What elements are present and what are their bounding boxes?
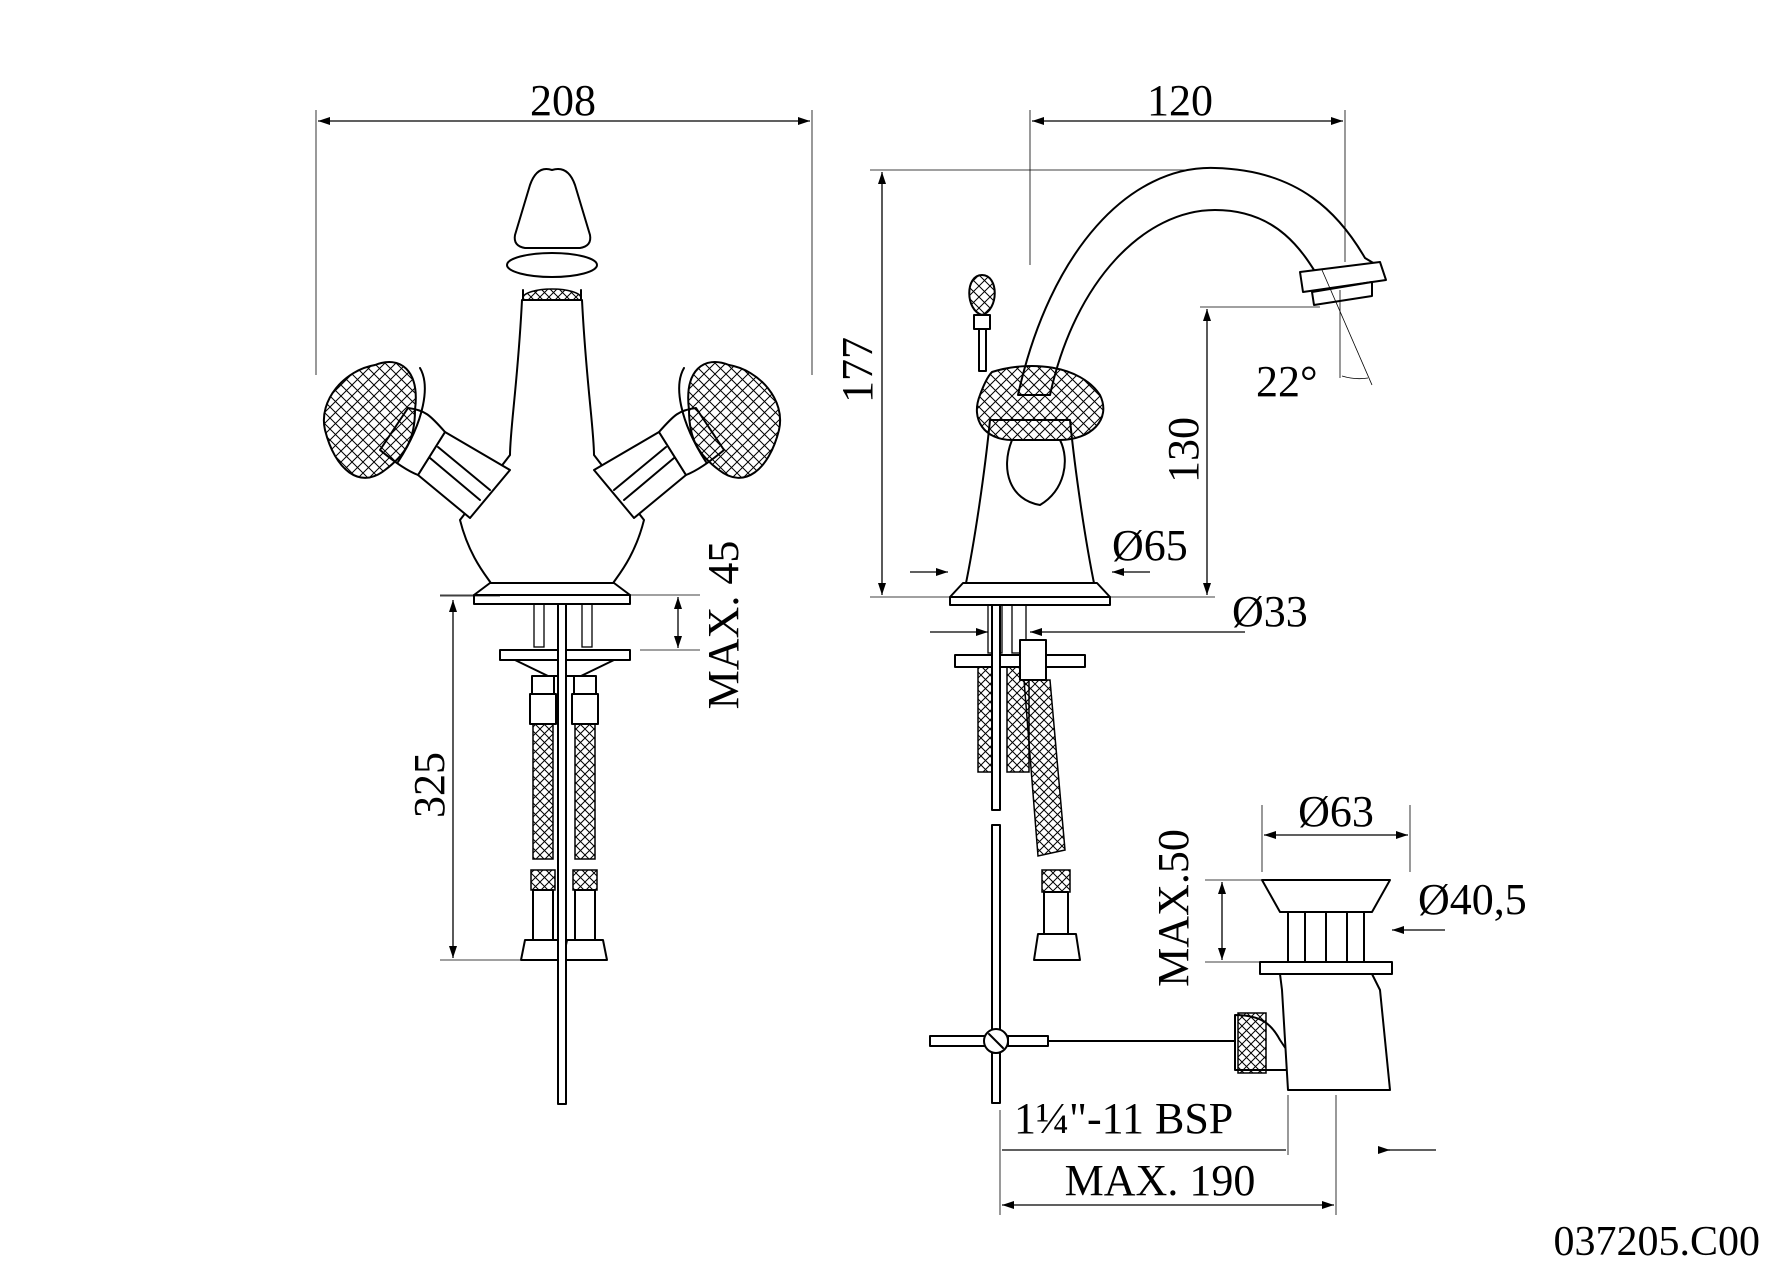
dim-max-rod: MAX. 190 xyxy=(1065,1156,1256,1205)
side-dimensions xyxy=(870,110,1445,1215)
dim-waste-diameter: Ø63 xyxy=(1298,787,1374,836)
dim-spout-reach: 120 xyxy=(1147,76,1213,125)
front-dimensions xyxy=(315,110,813,961)
dim-spout-height: 130 xyxy=(1159,417,1208,483)
dim-overall-height: 177 xyxy=(833,337,882,403)
dim-overall-width: 208 xyxy=(530,76,596,125)
dim-base-diameter: Ø65 xyxy=(1112,521,1188,570)
drawing-code: 037205.C00 xyxy=(1553,1219,1760,1265)
dim-hole-diameter: Ø33 xyxy=(1232,587,1308,636)
dim-thread: 1¼"-11 BSP xyxy=(1014,1094,1233,1143)
dim-waste-max: MAX.50 xyxy=(1149,829,1198,987)
dim-waste-inner: Ø40,5 xyxy=(1418,875,1527,924)
side-view xyxy=(929,166,1393,1104)
dim-hose-length: 325 xyxy=(405,752,454,818)
front-view xyxy=(322,168,782,1105)
dim-max-deck: MAX. 45 xyxy=(699,541,748,710)
dim-spout-angle: 22° xyxy=(1256,357,1318,406)
